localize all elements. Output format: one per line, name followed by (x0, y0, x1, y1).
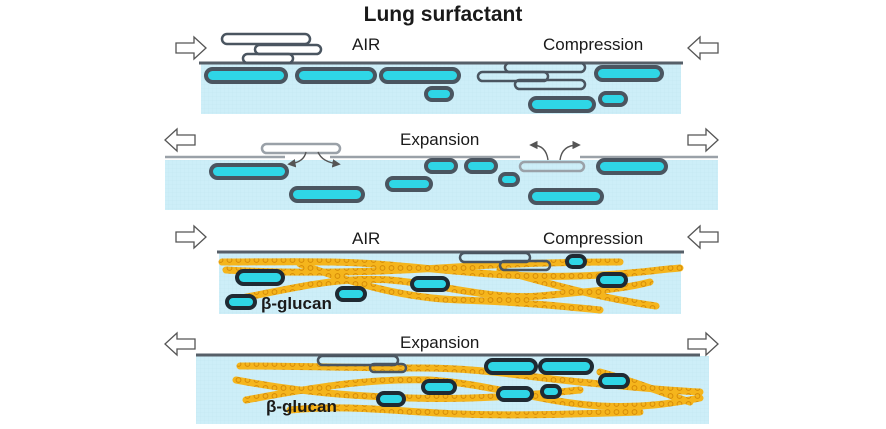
folded-bilayers (316, 354, 408, 374)
panel-2 (164, 127, 719, 210)
folded-bilayers (260, 142, 586, 173)
compression-arrow-icon (175, 224, 719, 250)
vesicles (225, 254, 628, 310)
panel-1 (175, 32, 719, 114)
curved-release-arrow-icon (287, 140, 581, 168)
compression-label: Compression (543, 229, 644, 248)
expansion-label: Expansion (400, 130, 480, 149)
expansion-label: Expansion (400, 333, 480, 352)
vesicles (209, 158, 668, 205)
diagram-title: Lung surfactant (363, 3, 523, 26)
folded-bilayers (220, 32, 587, 91)
panel-3 (175, 224, 719, 314)
beta-glucan-label: β-glucan (266, 397, 337, 416)
folded-bilayers (458, 251, 552, 272)
compression-arrow-icon (175, 35, 719, 61)
air-label: AIR (352, 35, 381, 54)
beta-glucan-label: β-glucan (261, 294, 332, 313)
expansion-arrow-icon (164, 127, 719, 153)
air-label: AIR (352, 229, 381, 248)
compression-label: Compression (543, 35, 644, 54)
expansion-arrow-icon (164, 331, 719, 357)
vesicles (376, 358, 630, 407)
beta-glucan-chains (218, 258, 684, 314)
panel-4 (164, 331, 719, 424)
vesicles (204, 65, 664, 113)
